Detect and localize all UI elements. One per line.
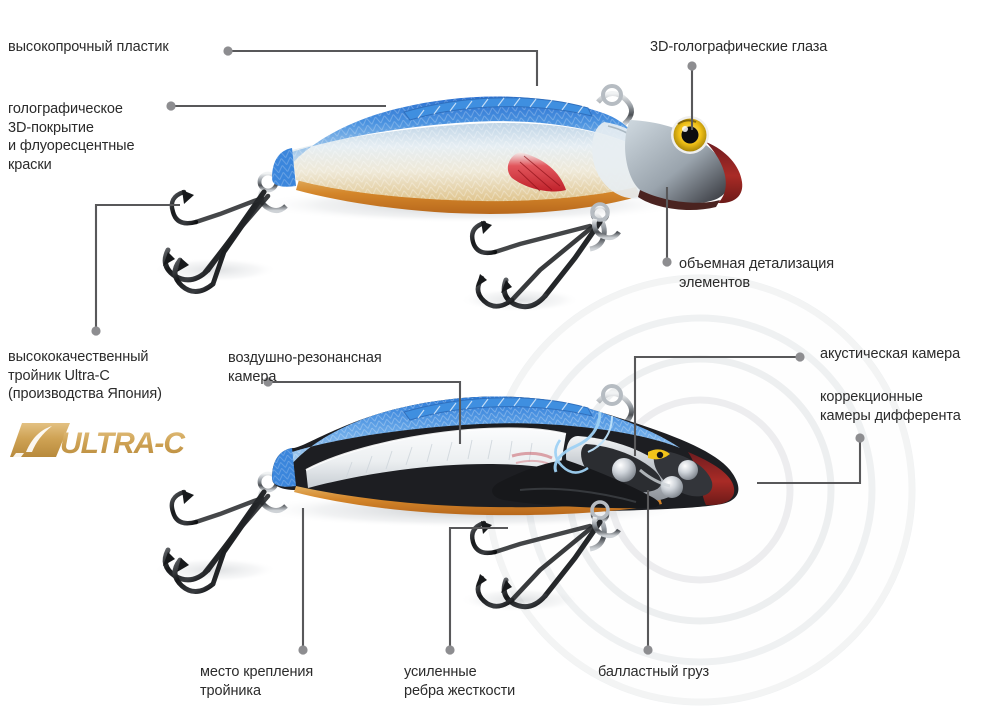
leader-holographic-coating-dot: [166, 101, 176, 111]
label-air-resonance-chamber: воздушно-резонансная камера: [228, 350, 382, 385]
bottom-lure-nose: [688, 452, 735, 506]
leader-high-strength-plastic: [228, 49, 539, 86]
lure-exterior-view: [153, 84, 743, 312]
label-3d-holographic-eyes: 3D-голографические глаза: [650, 39, 828, 55]
label-reinforced-ribs: усиленные ребра жесткости: [404, 664, 516, 699]
top-lure-pectoral-fin: [507, 152, 566, 192]
leader-ballast-weight-dot: [643, 645, 653, 655]
top-tow-eye: [596, 84, 634, 126]
top-lure-eye: [671, 116, 709, 154]
top-lure-belly: [296, 176, 640, 214]
ballast-weight: [492, 460, 660, 509]
leader-lines: [91, 46, 865, 655]
lure-cutaway-view: [153, 384, 739, 612]
leader-air-resonance-chamber: [268, 380, 462, 444]
leader-air-resonance-chamber-dot: [263, 377, 273, 387]
acoustic-ball: [612, 458, 636, 482]
leader-treble-hook: [94, 203, 180, 331]
leader-treble-hook-dot: [91, 326, 101, 336]
bottom-lure-eye: [648, 449, 670, 460]
ultra-c-logo: ULTRA-C: [10, 423, 187, 460]
treble-hook-front-top: [153, 171, 288, 294]
treble-hook-front-bottom: [153, 471, 288, 594]
leader-acoustic-chamber-dot: [795, 352, 805, 362]
leader-high-strength-plastic-dot: [223, 46, 233, 56]
leader-reinforced-ribs: [448, 526, 508, 650]
treble-hook-rear-bottom: [460, 504, 610, 612]
top-lure-nose: [706, 142, 743, 204]
leader-3d-eyes-dot: [687, 61, 697, 71]
label-hook-attachment-point: место крепления тройника: [200, 664, 314, 699]
top-belly-eye: [590, 202, 621, 241]
top-lure-head: [625, 120, 729, 204]
leader-reinforced-ribs-dot: [445, 645, 455, 655]
label-trim-correction-chambers: коррекционные камеры дифферента: [820, 389, 961, 424]
label-acoustic-chamber: акустическая камера: [820, 346, 961, 362]
treble-hook-rear-top: [460, 204, 610, 312]
leader-hook-attachment-dot: [298, 645, 308, 655]
label-premium-treble-hook: высококачественный тройник Ultra-C (прои…: [8, 349, 162, 402]
label-ballast-weight: балластный груз: [598, 664, 710, 680]
leader-trim-chambers-dot: [855, 433, 865, 443]
label-holographic-coating: голографическое 3D-покрытие и флуоресцен…: [8, 101, 135, 173]
leader-trim-chambers: [757, 438, 862, 485]
through-wire: [553, 411, 613, 474]
label-volumetric-detailing: объемная детализация элементов: [679, 256, 835, 291]
ultra-c-logo-text: ULTRA-C: [60, 427, 186, 460]
leader-volumetric-detailing-dot: [662, 257, 672, 267]
label-high-strength-plastic: высокопрочный пластик: [8, 39, 169, 55]
trim-correction-chambers: [639, 449, 713, 498]
bottom-lure-belly: [294, 486, 662, 516]
bottom-tow-eye: [596, 384, 634, 426]
leader-acoustic-chamber: [633, 355, 800, 456]
bottom-belly-eye: [590, 500, 621, 539]
